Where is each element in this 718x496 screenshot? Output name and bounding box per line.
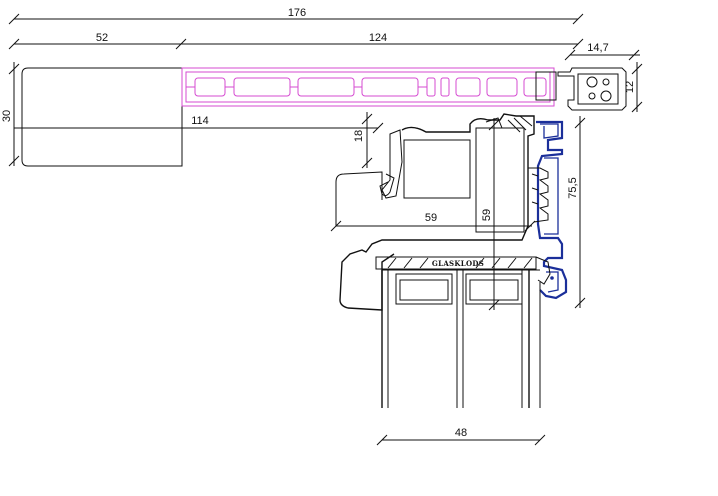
- dimension-label-board-depth: 114: [191, 115, 209, 127]
- dimension-label-end-width: 14,7: [587, 42, 608, 54]
- dimension-end-height: 12: [624, 62, 643, 113]
- glass-block-label: GLASKLODS: [432, 259, 484, 268]
- dimension-label-total: 176: [288, 7, 306, 19]
- dimension-gap: 18: [353, 112, 373, 169]
- cover-profile: [181, 67, 555, 107]
- frame-profile: 59 59: [330, 113, 536, 311]
- dimension-label-glass-width: 48: [455, 427, 467, 439]
- left-board: 30 114: [1, 62, 384, 167]
- dimension-label-frame-width: 59: [425, 212, 437, 224]
- dimension-parts: 52 124: [8, 32, 584, 50]
- alu-profile: 75,5: [528, 116, 586, 309]
- dimension-label-board-height: 30: [1, 110, 13, 122]
- dimension-label-left: 52: [96, 32, 108, 44]
- glazing-unit: [381, 269, 541, 408]
- dimension-glass-width: 48: [376, 427, 546, 446]
- dimension-label-end-height: 12: [624, 81, 636, 93]
- end-clip-profile: [535, 67, 627, 111]
- dimension-total-width: 176: [8, 7, 584, 25]
- dimension-label-profile-height: 75,5: [567, 177, 579, 198]
- dimension-end-width: 14,7: [564, 42, 640, 61]
- dimension-label-frame-depth: 59: [481, 209, 493, 221]
- glass-block: GLASKLODS: [375, 256, 551, 285]
- dimension-label-gap: 18: [353, 130, 365, 142]
- dimension-label-right: 124: [369, 32, 387, 44]
